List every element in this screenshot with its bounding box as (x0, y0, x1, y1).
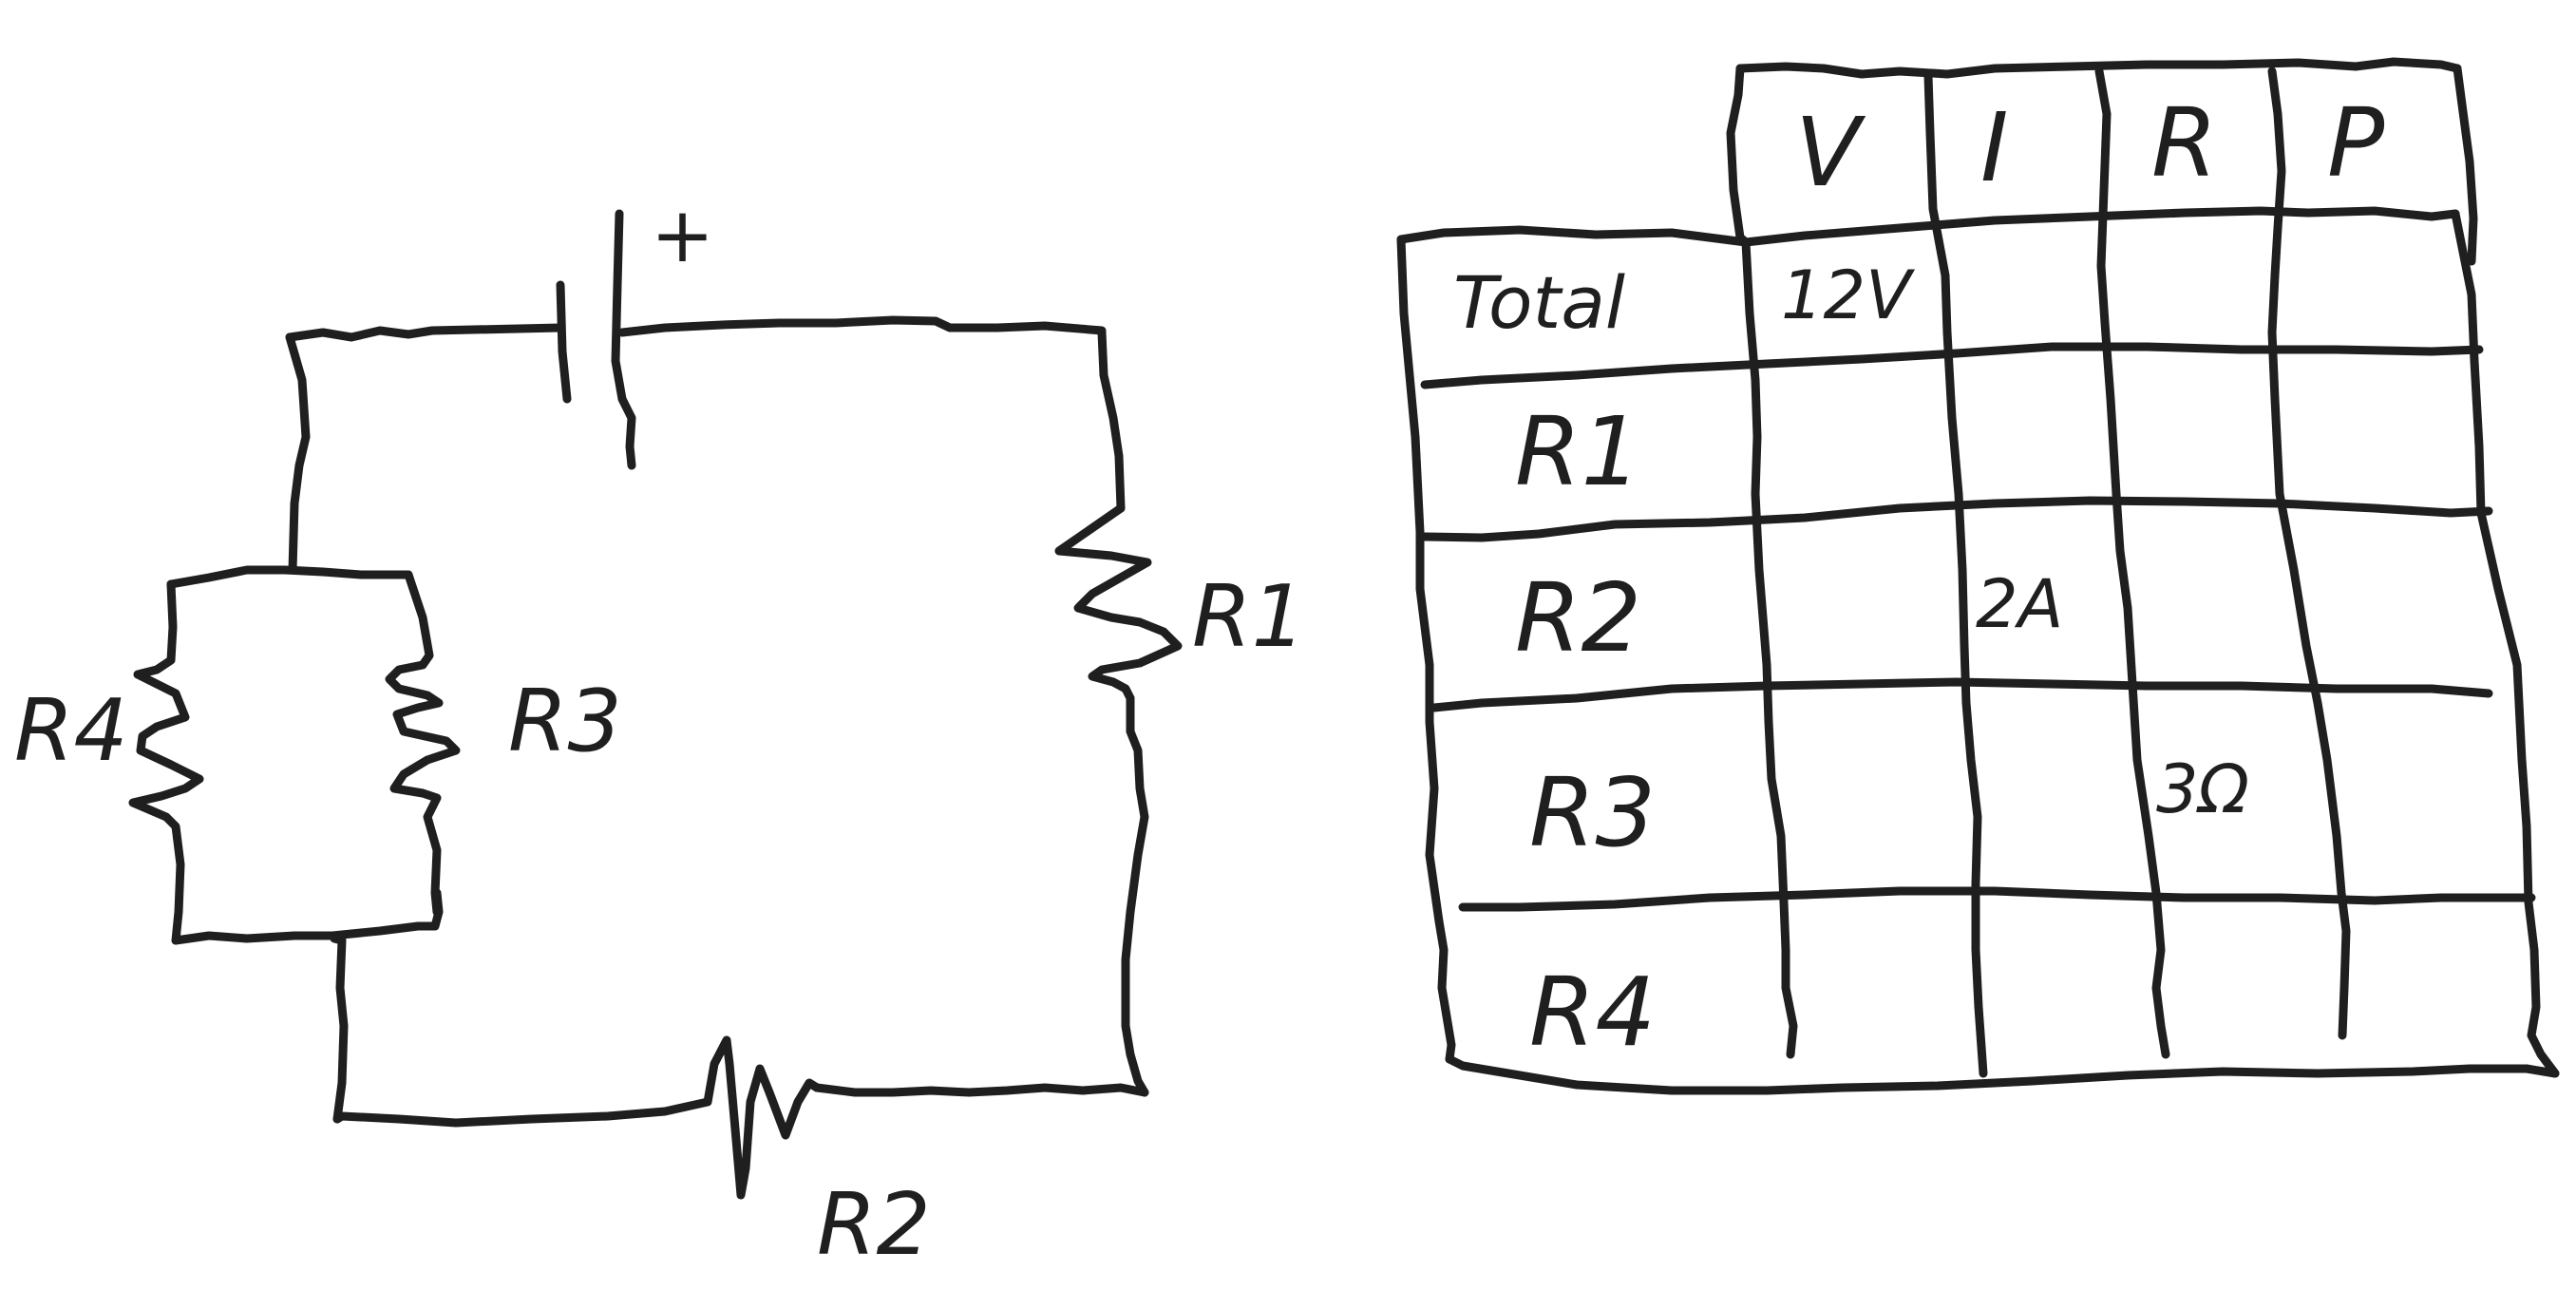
table-top-border (1396, 206, 2460, 247)
wire-right-down-lower (1121, 693, 1149, 1097)
row-label-r3: R3 (1529, 757, 1656, 868)
battery-long-plate (611, 209, 636, 470)
battery-plus-sign: + (651, 191, 714, 279)
table-header-left-border (1726, 64, 1751, 247)
label-r3: R3 (508, 672, 622, 771)
analysis-table: V I R P Total R1 R2 R3 R4 12V 2A 3Ω (1396, 57, 2560, 1095)
table-bottom-border (1445, 1054, 2560, 1095)
row-separator-3 (1430, 677, 2493, 712)
wire-bottom-right (812, 1083, 1149, 1097)
row-separator-1 (1420, 342, 2484, 389)
label-r4: R4 (14, 681, 128, 781)
battery-symbol: + (556, 191, 714, 470)
battery-short-plate (556, 280, 572, 404)
row-separator-4 (1458, 886, 2536, 912)
row-label-total: Total (1453, 260, 1625, 345)
resistor-r4-branch (128, 579, 204, 945)
row-label-r1: R1 (1515, 396, 1641, 507)
column-separator-2 (1923, 71, 1988, 1078)
column-separator-1 (1741, 237, 1798, 1059)
row-label-r2: R2 (1515, 562, 1641, 673)
column-separator-4 (2267, 66, 2351, 1040)
cell-r2-i: 2A (1976, 565, 2063, 643)
wire-bottom-left (332, 1097, 712, 1128)
resistor-r1-zigzag (1054, 503, 1183, 703)
resistor-r2-zigzag (703, 1035, 822, 1200)
wire-top-left (285, 323, 565, 342)
column-separator-3 (2094, 66, 2170, 1059)
cell-total-v: 12V (1781, 256, 1915, 334)
wire-left-bottom-vertical (330, 934, 349, 1124)
wire-right-down-upper (1097, 328, 1126, 513)
circuit-diagram: + R1 R2 R3 (14, 191, 1306, 1275)
wire-left-drop (285, 332, 311, 575)
header-p: P (2327, 87, 2385, 199)
label-r1: R1 (1192, 567, 1306, 667)
parallel-bottom-wire (171, 888, 444, 945)
header-i: I (1980, 92, 2009, 203)
table-header-top-border (1735, 57, 2462, 79)
parallel-block (128, 565, 461, 945)
parallel-top-wire (166, 565, 413, 589)
table-left-border (1396, 235, 1456, 1064)
header-r: R (2151, 87, 2217, 199)
label-r2: R2 (817, 1175, 931, 1275)
resistor-r3-branch (385, 570, 461, 917)
row-separator-2 (1420, 496, 2493, 542)
table-right-border (2451, 209, 2560, 1078)
table-header-right-border (2453, 64, 2478, 266)
row-label-r4: R4 (1529, 957, 1656, 1068)
cell-r3-r: 3Ω (2156, 750, 2249, 828)
header-v: V (1795, 97, 1866, 208)
wire-top-right (617, 315, 1107, 337)
